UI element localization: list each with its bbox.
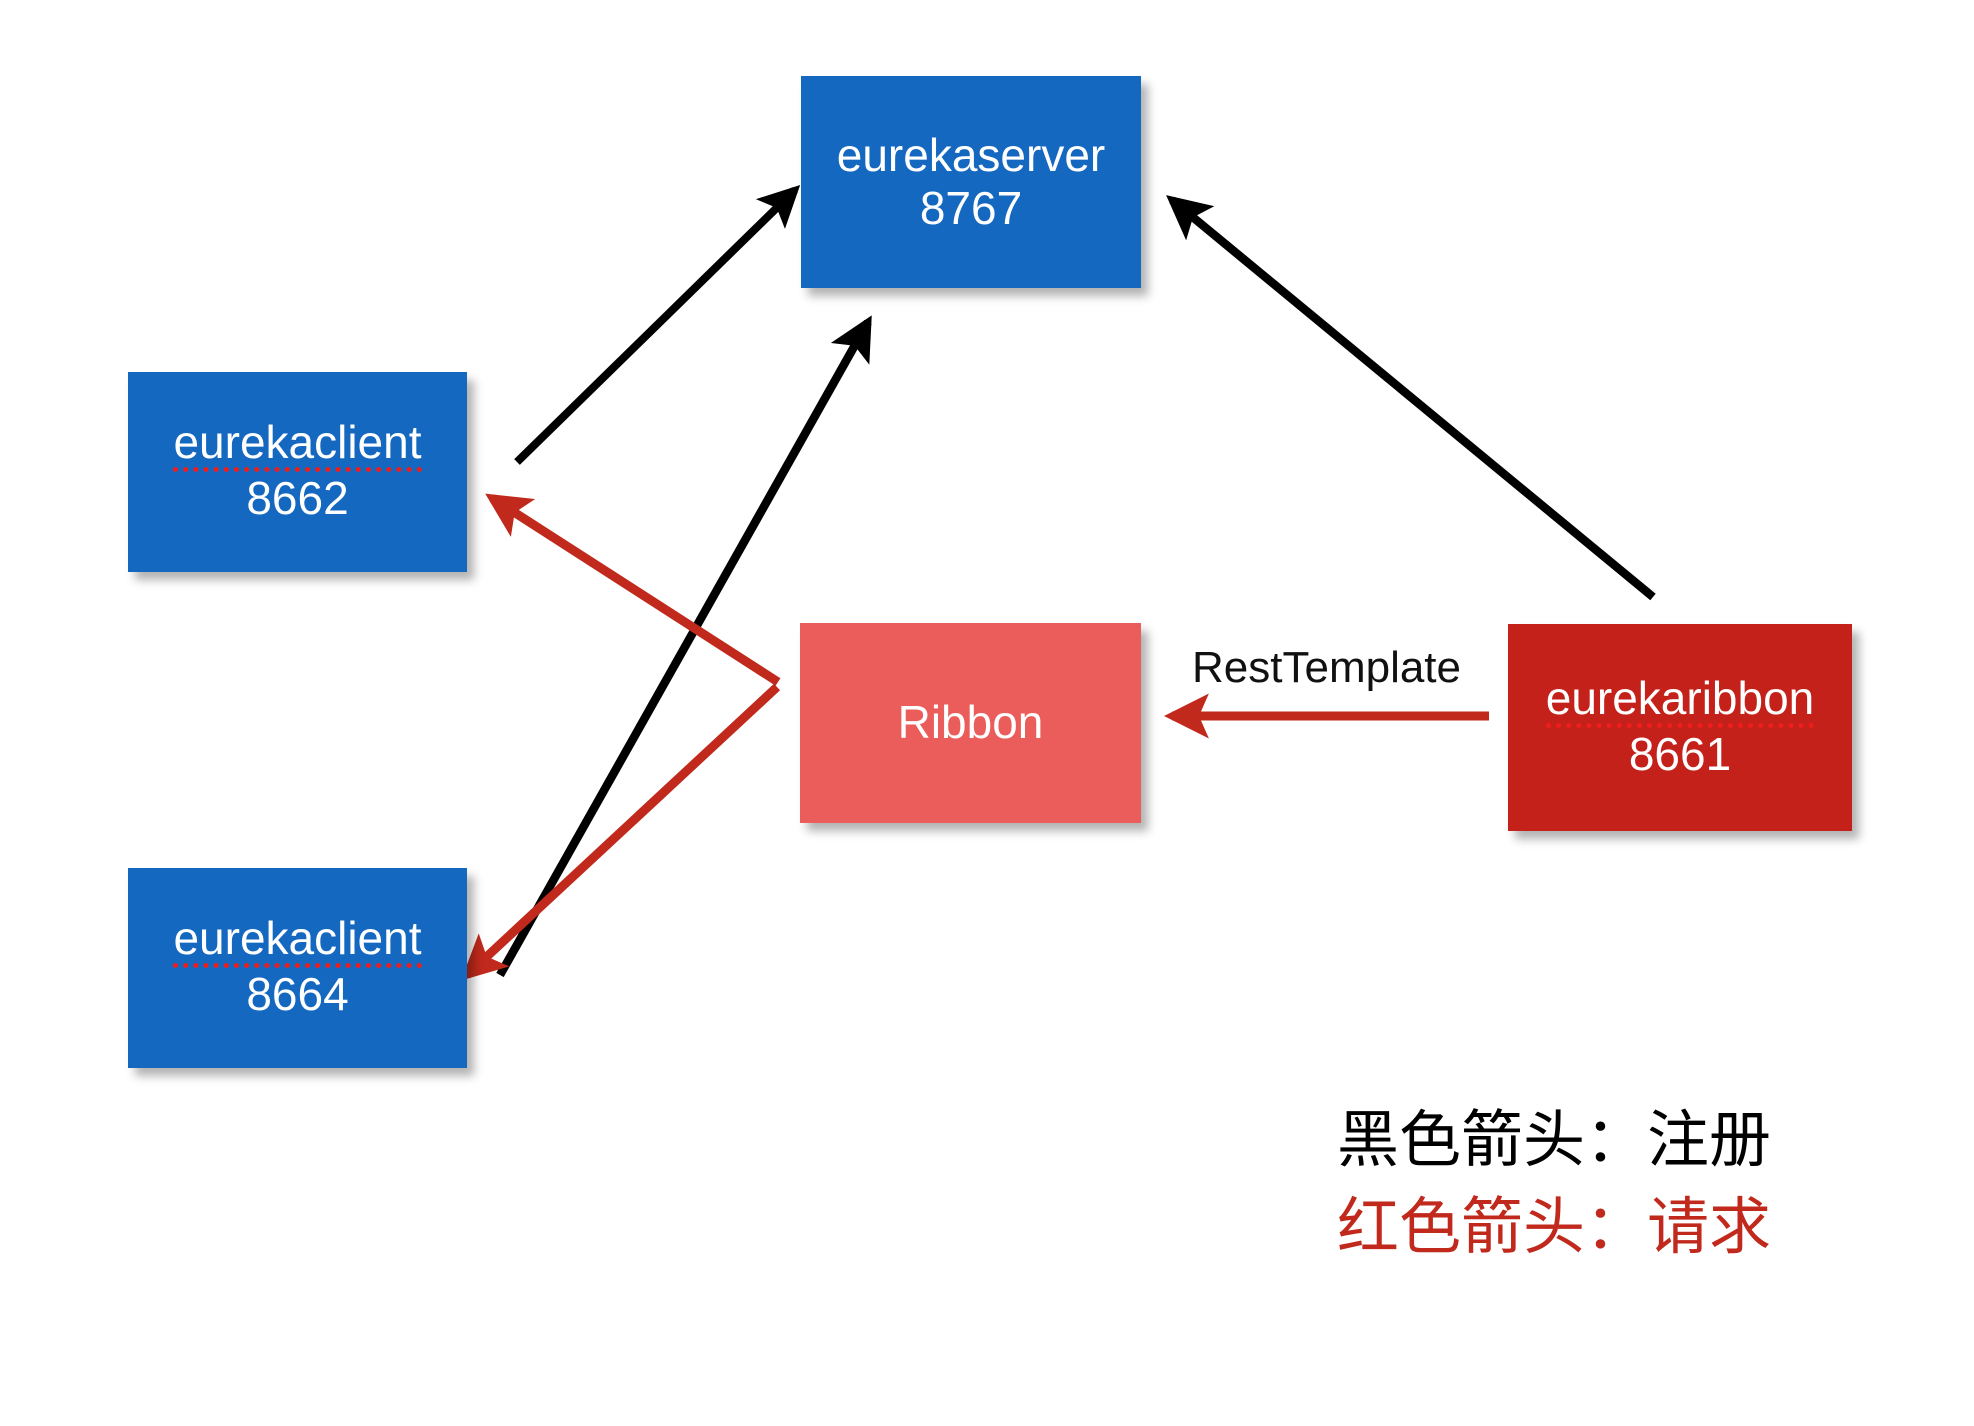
- node-eurekaribbon[interactable]: eurekaribbon 8661: [1508, 624, 1852, 831]
- node-ribbon[interactable]: Ribbon: [800, 623, 1141, 823]
- arrow-request-ribbon-to-client8662: [485, 493, 781, 686]
- arrow-register-client8662-to-server: [514, 184, 801, 465]
- node-eurekaclient-8664-name: eurekaclient: [173, 914, 422, 969]
- arrow-request-ribbon-to-client8664: [461, 683, 781, 981]
- node-eurekaclient-8662-port: 8662: [246, 472, 349, 525]
- node-eurekaserver-name: eurekaserver: [836, 128, 1106, 181]
- node-eurekaclient-8664-port: 8664: [246, 968, 349, 1021]
- node-eurekaclient-8664[interactable]: eurekaclient 8664: [128, 868, 467, 1068]
- node-ribbon-name: Ribbon: [897, 696, 1044, 749]
- node-eurekaclient-8662[interactable]: eurekaclient 8662: [128, 372, 467, 572]
- node-eurekaribbon-name: eurekaribbon: [1545, 673, 1815, 728]
- node-eurekaserver-port: 8767: [919, 182, 1023, 234]
- legend: 黑色箭头：注册 红色箭头：请求: [1337, 1098, 1771, 1272]
- edge-label-resttemplate: RestTemplate: [1192, 643, 1462, 692]
- legend-red-arrow: 红色箭头：请求: [1337, 1192, 1772, 1262]
- legend-black-arrow: 黑色箭头：注册: [1337, 1106, 1772, 1175]
- node-eurekaserver[interactable]: eurekaserver 8767: [801, 76, 1141, 288]
- arrow-register-eurekaribbon-to-server: [1166, 195, 1656, 601]
- node-eurekaribbon-port: 8661: [1628, 727, 1732, 780]
- node-eurekaclient-8662-name: eurekaclient: [173, 418, 422, 473]
